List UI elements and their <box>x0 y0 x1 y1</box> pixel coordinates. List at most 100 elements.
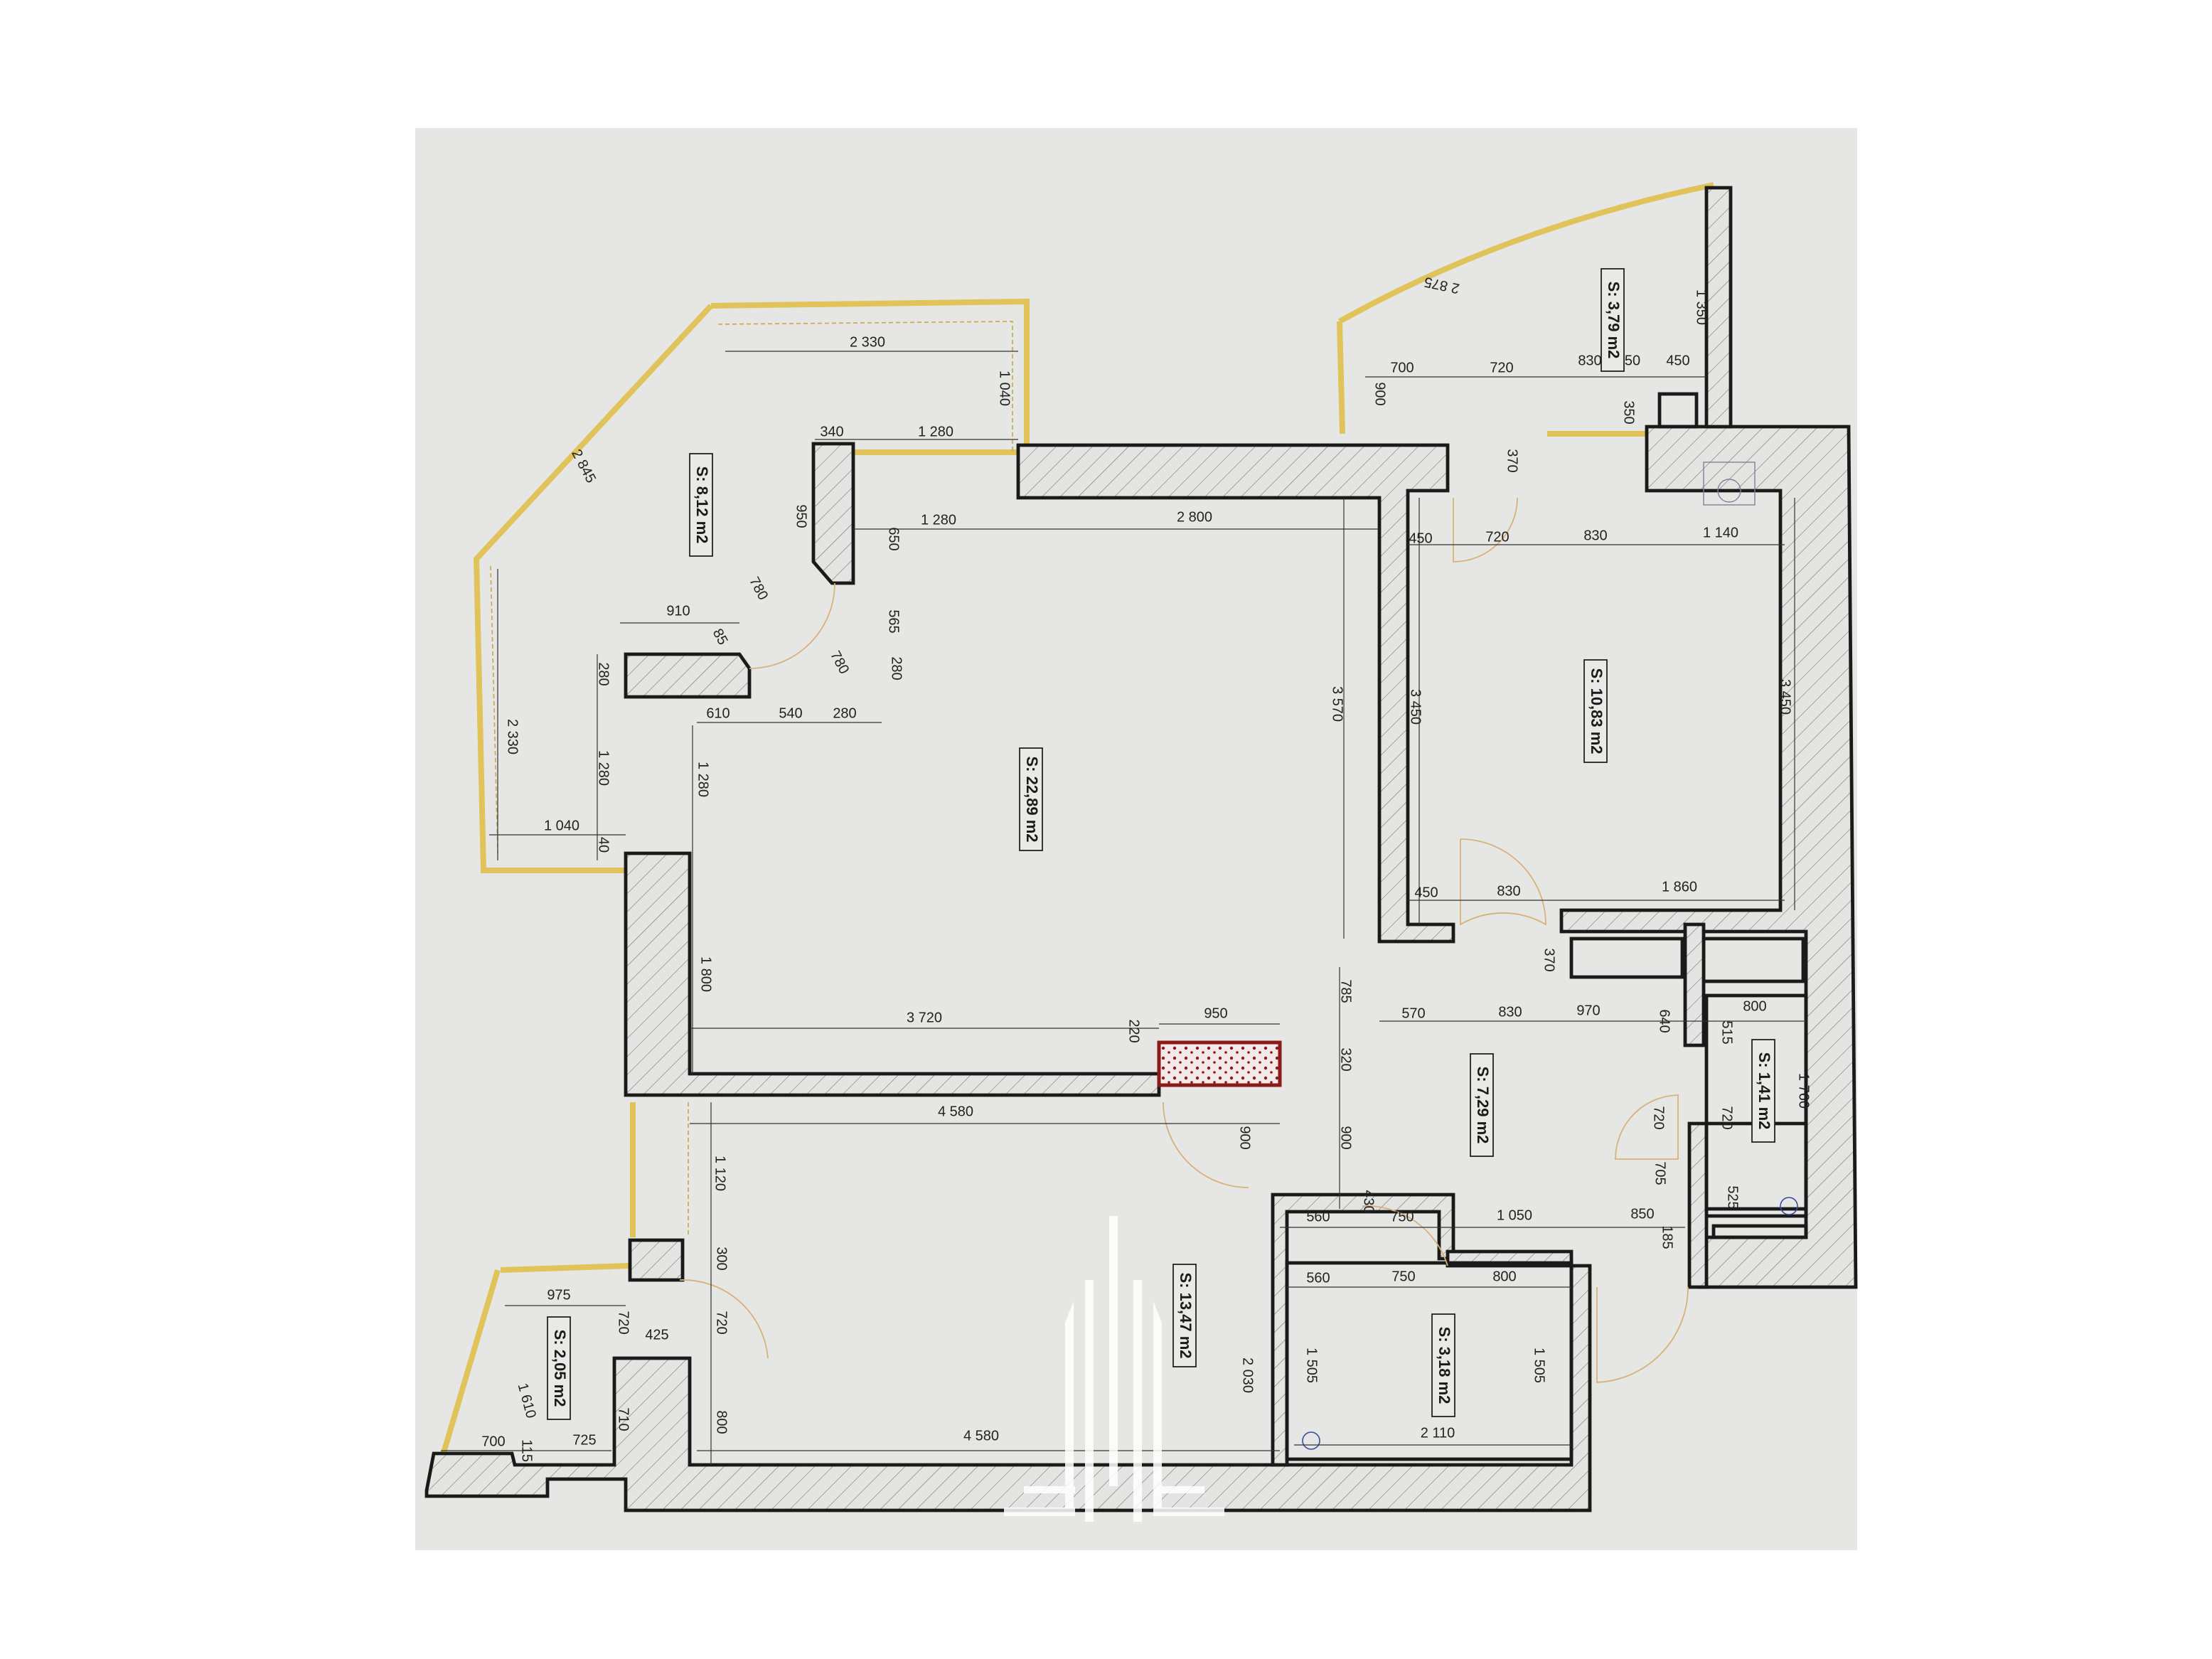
dimension-label: 1 280 <box>695 762 711 797</box>
dimension-label: 970 <box>1576 1003 1600 1018</box>
dimension-label: 565 <box>886 609 902 633</box>
dimension-label: 425 <box>645 1327 668 1343</box>
dimension-label: 2 030 <box>1240 1357 1256 1393</box>
dimension-label: 370 <box>1505 449 1520 472</box>
dimension-label: 1 040 <box>997 370 1013 406</box>
dimension-label: 785 <box>1338 979 1354 1003</box>
dimension-label: 1 280 <box>596 750 611 786</box>
dimension-label: 4 580 <box>963 1428 999 1444</box>
dimension-label: 800 <box>1743 998 1766 1014</box>
room-label-box <box>1431 1313 1455 1417</box>
dimension-label: 830 <box>1578 353 1601 368</box>
dimension-label: 720 <box>1651 1106 1667 1129</box>
dimension-label: 705 <box>1652 1161 1668 1185</box>
room-area-label: S: 3,18 m2 <box>1431 1313 1455 1417</box>
dimension-label: 720 <box>1490 360 1513 375</box>
dimension-label: 3 450 <box>1408 689 1423 725</box>
dimension-label: 2 800 <box>1177 509 1212 525</box>
room-area-label: S: 10,83 m2 <box>1583 659 1608 763</box>
dimension-label: 220 <box>1126 1019 1142 1042</box>
drain-circle <box>1302 1431 1320 1450</box>
dimension-label: 3 720 <box>907 1010 942 1025</box>
dimension-label: 1 120 <box>712 1156 728 1191</box>
dimension-label: 350 <box>1621 400 1637 424</box>
dimension-label: 515 <box>1719 1020 1735 1044</box>
dimension-label: 1 040 <box>544 818 579 833</box>
dimension-label: 4 580 <box>938 1104 973 1119</box>
dimension-label: 800 <box>714 1410 730 1434</box>
dimension-label: 640 <box>1657 1009 1672 1033</box>
dimension-label: 1 280 <box>921 512 956 528</box>
dimension-label: 340 <box>820 424 843 439</box>
dimension-label: 720 <box>616 1311 631 1334</box>
dimension-label: 900 <box>1338 1126 1354 1149</box>
dimension-label: 320 <box>1338 1047 1354 1071</box>
dimension-label: 1 140 <box>1703 525 1738 540</box>
room-label-box <box>1172 1264 1197 1367</box>
dimension-label: 40 <box>596 837 611 853</box>
room-labels: S: 8,12 m2 S: 22,89 m2 S: 10,83 m2 S: 3,79 … <box>547 268 1775 1420</box>
dimension-label: 830 <box>1497 883 1520 899</box>
sink-icon <box>1703 462 1756 506</box>
dimension-label: 1 800 <box>698 956 714 992</box>
dimension-label: 830 <box>1498 1004 1522 1020</box>
dimension-label: 370 <box>1542 948 1557 971</box>
room-label-box <box>547 1316 571 1420</box>
dimension-label: 720 <box>714 1311 730 1334</box>
dimension-label: 185 <box>1660 1225 1675 1249</box>
dimension-label: 720 <box>1719 1106 1735 1129</box>
room-area-label: S: 2,05 m2 <box>547 1316 571 1420</box>
dimension-label: 430 <box>1361 1190 1377 1213</box>
dimension-label: 750 <box>1391 1269 1415 1284</box>
room-area-text: S: 3,18 m2 <box>1436 1327 1453 1404</box>
dimension-label: 1 505 <box>1304 1348 1320 1383</box>
room-label-box <box>1601 268 1625 372</box>
dimension-label: 1 860 <box>1662 879 1697 895</box>
room-label-box <box>1751 1039 1775 1143</box>
room-area-label: S: 8,12 m2 <box>689 453 713 557</box>
dimension-label: 900 <box>1237 1126 1253 1149</box>
dimension-label: 900 <box>1372 382 1388 405</box>
dimension-label: 750 <box>1390 1209 1414 1225</box>
room-area-text: S: 3,79 m2 <box>1605 282 1623 359</box>
dimension-label: 450 <box>1414 885 1438 900</box>
watermark-logo <box>1004 1216 1224 1522</box>
dimension-label: 800 <box>1492 1269 1516 1284</box>
dimension-label: 700 <box>1390 360 1414 375</box>
dimension-label: 115 <box>519 1439 535 1462</box>
room-area-text: S: 8,12 m2 <box>693 466 711 544</box>
room-label-box <box>1583 659 1608 763</box>
dimension-lines <box>441 351 1806 1465</box>
room-area-label: S: 7,29 m2 <box>1470 1053 1494 1157</box>
dimension-label: 3 570 <box>1330 686 1345 722</box>
room-area-text: S: 13,47 m2 <box>1177 1272 1195 1358</box>
room-area-text: S: 7,29 m2 <box>1474 1067 1492 1144</box>
dimension-label: 1 760 <box>1796 1073 1812 1109</box>
room-area-text: S: 10,83 m2 <box>1588 668 1605 754</box>
dimension-label: 975 <box>547 1287 570 1303</box>
room-area-label: S: 22,89 m2 <box>1019 747 1043 851</box>
dimension-label: 450 <box>1666 353 1689 368</box>
room-area-label: S: 3,79 m2 <box>1601 268 1625 372</box>
dimension-label: 450 <box>1409 530 1432 546</box>
dimension-label: 610 <box>706 705 730 721</box>
dimension-label: 300 <box>714 1247 730 1270</box>
chimney-block <box>1157 1040 1282 1087</box>
room-area-label: S: 13,47 m2 <box>1172 1264 1197 1367</box>
dimension-label: 2 110 <box>1421 1425 1455 1441</box>
dimension-label: 280 <box>889 656 904 680</box>
dimension-label: 1 505 <box>1532 1348 1547 1383</box>
room-label-box <box>1470 1053 1494 1157</box>
dimension-label: 560 <box>1306 1209 1330 1225</box>
dimension-label: 720 <box>1485 529 1509 545</box>
dimension-label: 540 <box>779 705 802 721</box>
dimension-label: 2 330 <box>850 334 885 350</box>
room-label-box <box>1019 747 1043 851</box>
dimension-label: 560 <box>1306 1270 1330 1286</box>
dimension-label: 280 <box>833 705 856 721</box>
dimension-label: 830 <box>1583 528 1607 543</box>
room-label-box <box>689 453 713 557</box>
room-area-text: S: 2,05 m2 <box>551 1330 569 1407</box>
dimension-label: 3 450 <box>1778 679 1793 715</box>
